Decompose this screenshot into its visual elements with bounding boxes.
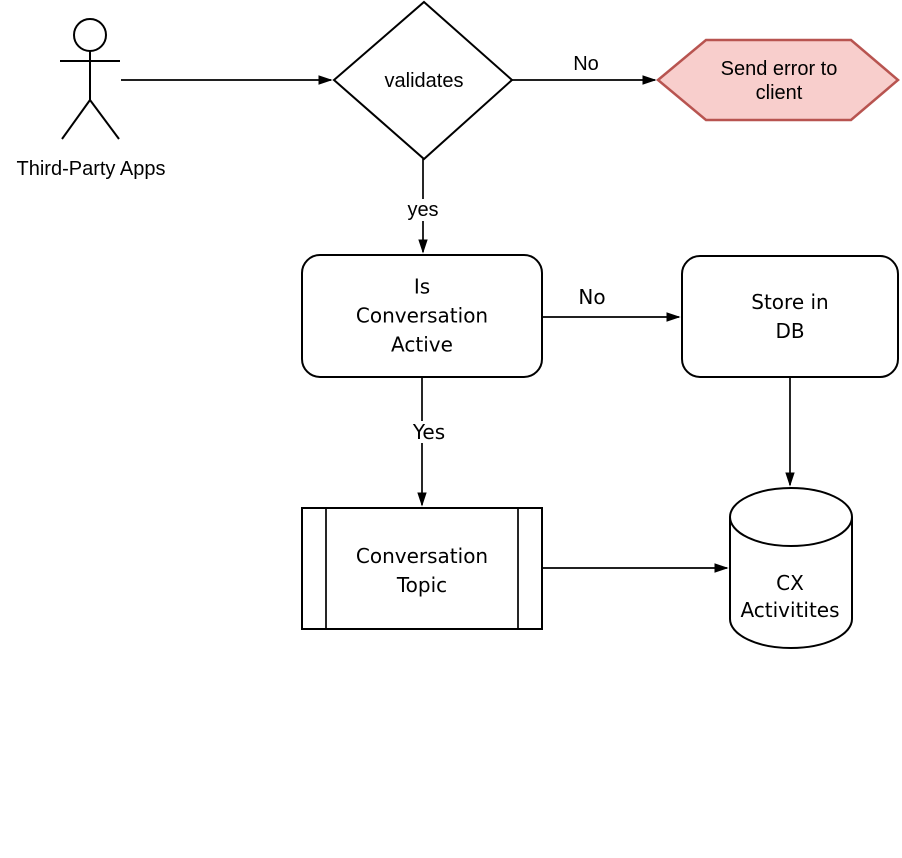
edge-label-active-yes: Yes (409, 421, 449, 443)
is-conversation-active-label: Is Conversation Active (355, 274, 489, 357)
node-store-in-db-shape (681, 255, 899, 378)
store-in-db-label: Store in DB (751, 290, 829, 343)
node-send-error-shape (656, 38, 900, 122)
edge-label-validates-no: No (570, 53, 602, 75)
node-cx-activities-shape (729, 487, 853, 649)
edge-label-validates-yes: yes (404, 199, 442, 221)
cx-activities-label: CX Activitites (740, 571, 840, 622)
cylinder-body (729, 487, 853, 649)
cylinder-top-rim (729, 516, 853, 547)
validates-label: validates (384, 70, 464, 92)
actor-figure (60, 18, 120, 140)
actor-right-leg (89, 99, 120, 140)
node-conversation-topic-shape (301, 507, 543, 630)
actor-left-leg (61, 99, 91, 140)
edge-label-active-no: No (575, 286, 609, 308)
send-error-label: Send error to client (720, 58, 838, 104)
node-is-conversation-active-shape (301, 254, 543, 378)
actor-head (73, 18, 107, 52)
subprocess-outline (301, 507, 543, 630)
conversation-topic-label: Conversation Topic (355, 544, 489, 597)
decision-validates-shape (332, 0, 514, 161)
actor-label: Third-Party Apps (16, 158, 166, 180)
